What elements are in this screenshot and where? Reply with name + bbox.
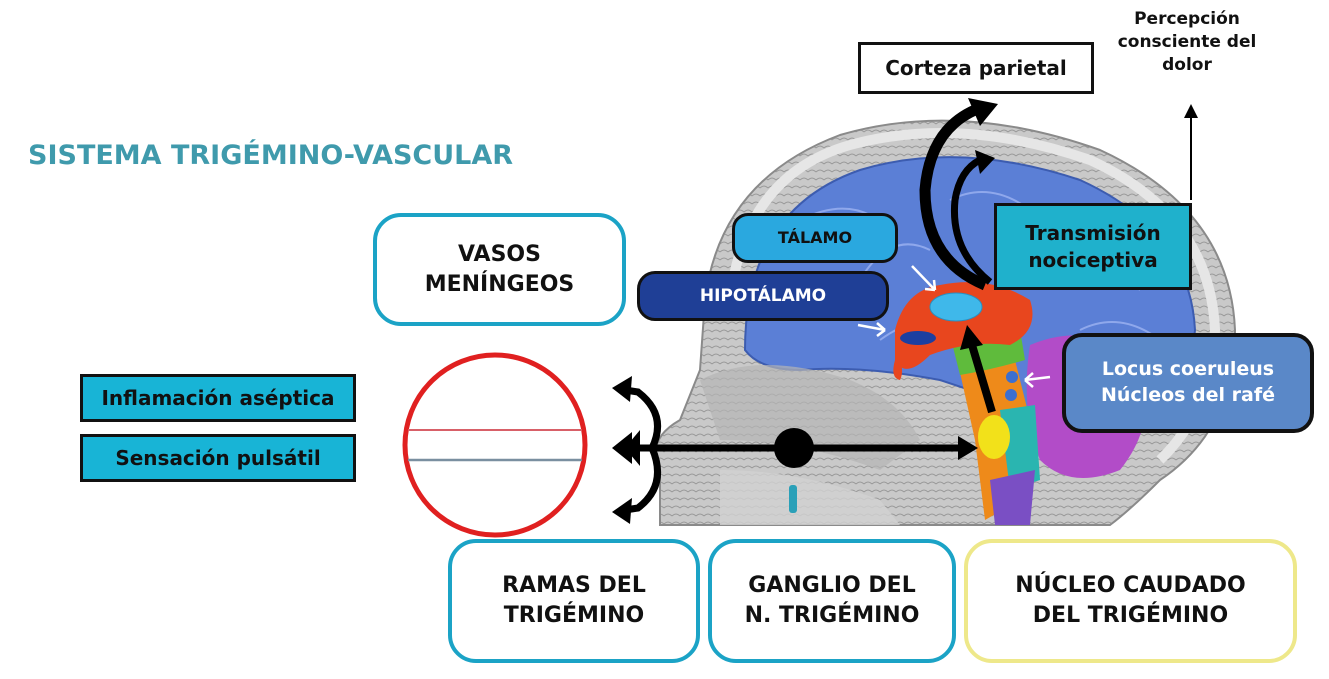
nucleo-caudado-box: NÚCLEO CAUDADO DEL TRIGÉMINO (964, 539, 1297, 663)
nucleo-line-2: DEL TRIGÉMINO (1032, 603, 1229, 628)
talamo-label: TÁLAMO (777, 228, 853, 248)
talamo-label-box: TÁLAMO (732, 213, 898, 263)
ramas-line-1: RAMAS DEL (502, 573, 646, 599)
nucleo-line-1: NÚCLEO CAUDADO (1015, 573, 1246, 599)
white-pointer-arrows (857, 265, 1051, 388)
ganglio-line-1: GANGLIO DEL (748, 573, 916, 599)
sensacion-label: Sensación pulsátil (115, 445, 321, 470)
perception-line-3: dolor (1162, 54, 1212, 75)
ganglion-node (774, 428, 814, 468)
transmision-line-1: Transmisión (1025, 220, 1161, 245)
locus-line-1: Locus coeruleus (1101, 358, 1275, 381)
diencephalon (895, 282, 1033, 369)
ramas-line-2: TRIGÉMINO (503, 603, 645, 628)
ganglio-line-2: N. TRIGÉMINO (744, 603, 920, 628)
hipotalamo-label-box: HIPOTÁLAMO (637, 271, 889, 321)
diagram-title: SISTEMA TRIGÉMINO-VASCULAR (28, 140, 514, 171)
perception-line-1: Percepción (1134, 9, 1240, 29)
inflamacion-box: Inflamación aséptica (80, 374, 356, 422)
ascending-arrow (960, 325, 996, 414)
hipotalamo-label: HIPOTÁLAMO (699, 285, 827, 306)
transmision-nociceptiva-box: Transmisión nociceptiva (994, 203, 1192, 290)
hypothalamus-shape (900, 331, 936, 345)
locus-line-2: Núcleos del rafé (1100, 384, 1276, 406)
inflamacion-label: Inflamación aséptica (101, 385, 335, 410)
perception-label: Percepción consciente del dolor (1112, 8, 1262, 77)
vasos-meningeos-box: VASOS MENÍNGEOS (373, 213, 626, 326)
head-illustration (654, 119, 1237, 526)
trigeminal-nucleus-shape (978, 415, 1010, 459)
meningeal-vessel-circle (402, 352, 588, 538)
sensacion-box: Sensación pulsátil (80, 434, 356, 482)
transmision-line-2: nociceptiva (1028, 247, 1158, 272)
vasos-line-1: VASOS (458, 241, 541, 267)
branch-curved-arrows (624, 386, 662, 514)
ramas-trigemino-box: RAMAS DEL TRIGÉMINO (448, 539, 700, 663)
corteza-parietal-label: Corteza parietal (885, 55, 1067, 80)
cortex-curved-arrows (919, 104, 993, 291)
locus-coeruleus-box: Locus coeruleus Núcleos del rafé (1062, 333, 1314, 433)
perception-arrow (1184, 104, 1198, 200)
ganglio-trigemino-box: GANGLIO DEL N. TRIGÉMINO (708, 539, 956, 663)
trigeminal-pathway-arrow (612, 428, 978, 468)
vasos-line-2: MENÍNGEOS (424, 271, 575, 297)
thalamus-shape (929, 292, 983, 322)
corteza-parietal-box: Corteza parietal (858, 42, 1094, 94)
perception-line-2: consciente del (1117, 31, 1257, 52)
